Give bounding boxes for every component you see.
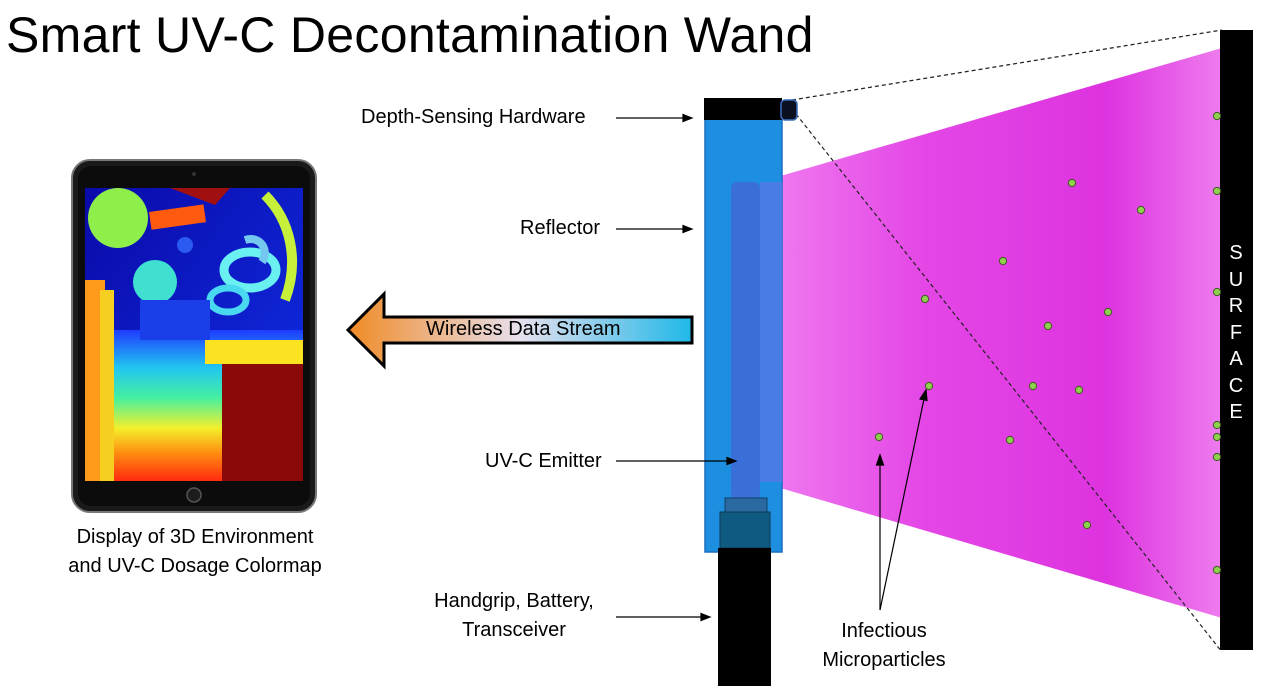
microparticle <box>1136 205 1146 215</box>
microparticle <box>1212 420 1222 430</box>
microparticle <box>1212 565 1222 575</box>
microparticle <box>1005 435 1015 445</box>
reflector-panel <box>760 182 782 482</box>
display-label-line2: and UV-C Dosage Colormap <box>68 555 322 577</box>
handgrip <box>718 548 771 686</box>
microparticle <box>1103 307 1113 317</box>
wireless-stream-label: Wireless Data Stream <box>426 318 621 340</box>
tablet-home-button <box>186 487 202 503</box>
microparticles-label-line1: Infectious <box>841 620 927 642</box>
surface-letter: U <box>1228 268 1244 291</box>
depth-sensor-lens <box>780 99 798 121</box>
surface-letter: R <box>1228 295 1244 317</box>
microparticle <box>1212 186 1222 196</box>
microparticle <box>924 381 934 391</box>
display-label: Display of 3D Environment and UV-C Dosag… <box>50 523 340 581</box>
microparticles-label-line2: Microparticles <box>822 649 946 671</box>
microparticle <box>1212 432 1222 442</box>
microparticle <box>998 256 1008 266</box>
surface-letter: A <box>1229 348 1243 370</box>
surface-wall <box>1220 30 1253 650</box>
tablet-camera <box>192 172 196 176</box>
handgrip-label-line1: Handgrip, Battery, <box>434 590 594 612</box>
label-pointers <box>616 113 928 622</box>
microparticle <box>874 432 884 442</box>
surface-letter: E <box>1229 401 1243 423</box>
microparticle <box>1082 520 1092 530</box>
microparticle <box>1212 111 1222 121</box>
handgrip-label-line2: Transceiver <box>462 619 566 641</box>
microparticle <box>1043 321 1053 331</box>
microparticle <box>1212 287 1222 297</box>
uvc-emitter-tube <box>731 182 760 500</box>
reflector-label: Reflector <box>520 217 601 239</box>
page-title: Smart UV-C Decontamination Wand <box>6 7 814 63</box>
sensor-fov-line-bottom <box>795 113 1223 653</box>
microparticle <box>1212 452 1222 462</box>
uvc-emitter-label: UV-C Emitter <box>485 450 602 472</box>
surface-label: S U R F A C E <box>1222 240 1250 426</box>
microparticles-label: Infectious Microparticles <box>800 617 968 675</box>
surface-letter: C <box>1228 374 1244 397</box>
surface-letter: S <box>1229 242 1243 264</box>
handgrip-label: Handgrip, Battery, Transceiver <box>418 587 610 645</box>
depth-sensor-housing <box>704 98 782 120</box>
display-label-line1: Display of 3D Environment <box>76 526 314 548</box>
depth-colormap-screen <box>85 188 303 481</box>
depth-sensing-label: Depth-Sensing Hardware <box>361 106 586 128</box>
microparticle <box>1074 385 1084 395</box>
surface-letter: F <box>1229 321 1243 344</box>
microparticles-group <box>874 111 1222 575</box>
wireless-data-arrow <box>345 290 694 370</box>
sensor-fov-line-top <box>791 29 1223 101</box>
uv-light-beam <box>760 48 1222 618</box>
microparticle <box>1067 178 1077 188</box>
microparticle <box>1028 381 1038 391</box>
microparticle <box>920 294 930 304</box>
emitter-base <box>719 511 771 549</box>
